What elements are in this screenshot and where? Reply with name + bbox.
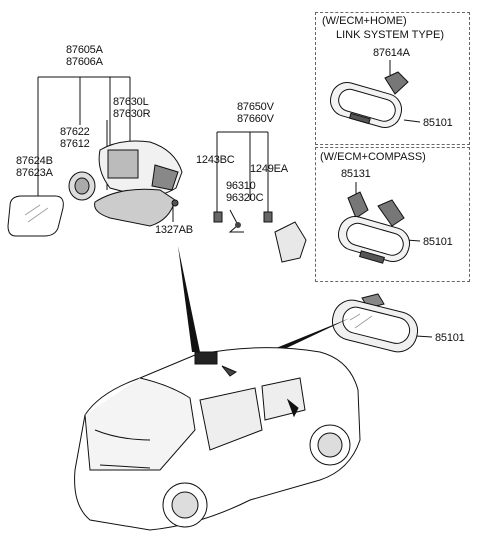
part-label-87612: 87612 [60, 138, 90, 150]
part-label-85101-compass: 85101 [423, 236, 453, 248]
part-label-87660V: 87660V [237, 113, 274, 125]
box-title-ecm-compass: (W/ECM+COMPASS) [320, 151, 426, 163]
part-label-85101-standard: 85101 [435, 332, 465, 344]
wiring-96310 [228, 209, 244, 233]
part-label-87622: 87622 [60, 126, 90, 138]
leader-87605A [37, 76, 131, 190]
part-label-96320C: 96320C [226, 192, 264, 204]
room-mirror-home [329, 71, 409, 128]
part-label-1327AB: 1327AB [155, 224, 193, 236]
mirror-cover [94, 188, 176, 227]
part-label-87624B: 87624B [16, 155, 53, 167]
mirror-glass [7, 195, 64, 237]
leader-85101-c [415, 335, 433, 338]
part-label-85101-home: 85101 [423, 117, 453, 129]
part-label-87623A: 87623A [16, 167, 53, 179]
mirror-cover-87650V [274, 221, 307, 263]
part-label-85131: 85131 [341, 168, 371, 180]
leader-87650V [216, 131, 269, 212]
clip-1249EA [263, 211, 273, 223]
part-label-87614A: 87614A [373, 47, 410, 59]
vehicle-body [74, 347, 361, 531]
leader-85101-a [403, 119, 421, 123]
box-title-ecm-home: (W/ECM+HOME) [322, 15, 407, 27]
part-label-1243BC: 1243BC [196, 154, 235, 166]
room-mirror-standard [331, 293, 419, 353]
box-subtitle-ecm-home: LINK SYSTEM TYPE) [336, 29, 444, 41]
bolt-1243BC [213, 211, 223, 223]
part-label-87605A: 87605A [66, 44, 103, 56]
part-label-87650V: 87650V [237, 101, 274, 113]
part-label-1249EA: 1249EA [250, 163, 288, 175]
part-label-87606A: 87606A [66, 56, 103, 68]
screw-1327AB [171, 199, 179, 207]
part-label-87630R: 87630R [113, 108, 151, 120]
option-box-ecm-compass [315, 147, 470, 282]
pointer-arrow-left [178, 246, 200, 352]
part-label-87630L: 87630L [113, 96, 149, 108]
room-mirror-compass [337, 191, 411, 264]
part-label-96310: 96310 [226, 180, 256, 192]
option-box-ecm-home [315, 12, 470, 145]
